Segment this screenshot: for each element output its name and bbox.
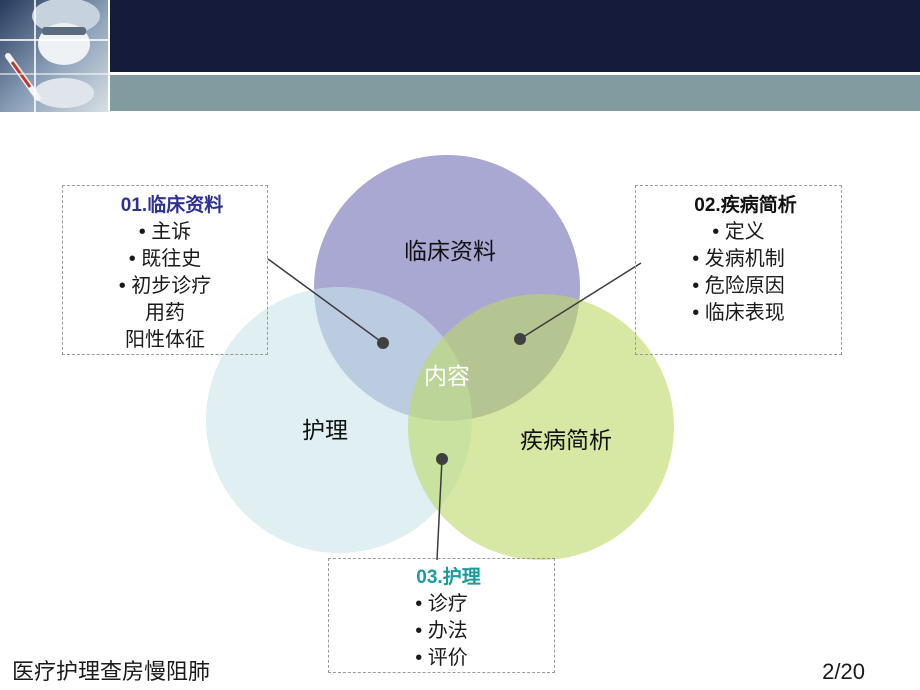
list-item: 阳性体征 (125, 329, 205, 351)
list-item: • 定义 (712, 221, 765, 243)
venn-circle-disease (408, 294, 674, 560)
list-item: 用药 (145, 302, 185, 324)
callout-title: 01.临床资料 (120, 195, 224, 216)
connector-dot-clinical (377, 337, 389, 349)
photo-goggles (42, 27, 86, 35)
footer-title: 医疗护理查房慢阻肺 (12, 659, 211, 684)
page-number: 2/20 (822, 659, 865, 684)
venn-label-clinical: 临床资料 (404, 238, 496, 264)
list-item: • 办法 (415, 620, 468, 642)
list-item: • 危险原因 (692, 275, 785, 297)
list-item: • 主诉 (138, 221, 192, 243)
callout-title: 02.疾病简析 (694, 195, 797, 216)
venn-label-disease: 疾病简析 (520, 427, 612, 453)
list-item: • 既往史 (128, 248, 202, 270)
list-item: • 初步诊疗 (118, 275, 212, 297)
connector-line-nursing (436, 458, 443, 561)
connector-dot-nursing (436, 453, 448, 465)
callout-clinical: 01.临床资料 • 主诉 • 既往史 • 初步诊疗 用药 阳性体征 (62, 185, 268, 355)
list-item: • 发病机制 (692, 248, 785, 270)
header-photo (0, 0, 108, 112)
connector-dot-disease (514, 333, 526, 345)
photo-surgical-cap (32, 0, 100, 34)
connector-line-clinical (267, 258, 384, 344)
connector-line-disease (519, 262, 642, 340)
header-band-dark (110, 0, 920, 72)
venn-label-center: 内容 (424, 363, 470, 389)
photo-gloved-hand (34, 78, 94, 108)
list-item: • 临床表现 (692, 302, 785, 324)
header-band-gray (110, 75, 920, 111)
callout-nursing: 03.护理 • 诊疗 • 办法 • 评价 (328, 558, 555, 673)
venn-label-nursing: 护理 (302, 417, 348, 443)
list-item: • 诊疗 (415, 593, 468, 615)
venn-circle-nursing (206, 287, 472, 553)
list-item: • 评价 (415, 647, 468, 669)
callout-title: 03.护理 (416, 567, 481, 588)
callout-disease: 02.疾病简析 • 定义 • 发病机制 • 危险原因 • 临床表现 (635, 185, 842, 355)
